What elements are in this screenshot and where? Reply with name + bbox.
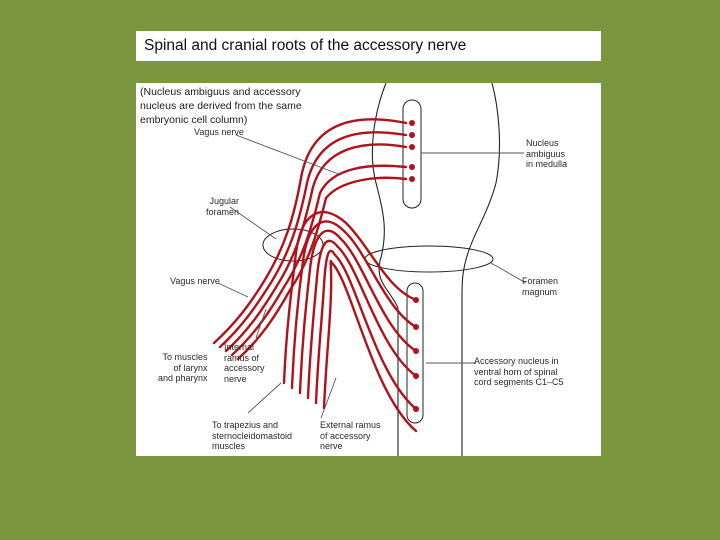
label-foramen-magnum: Foramen magnum bbox=[522, 276, 559, 297]
label-external-ramus: External ramus of accessory nerve bbox=[320, 420, 381, 451]
nucleus-ambiguus-column bbox=[402, 99, 422, 209]
label-to-trapezius: To trapezius and sternocleidomastoid mus… bbox=[212, 420, 293, 451]
label-accessory-nucleus: Accessory nucleus in ventral horn of spi… bbox=[474, 356, 564, 387]
label-internal-ramus: Internal ramus of accessory nerve bbox=[224, 342, 265, 384]
slide-title: Spinal and cranial roots of the accessor… bbox=[136, 31, 601, 61]
accessory-nucleus-column bbox=[406, 282, 424, 424]
accessory-nerve-fibers bbox=[282, 211, 418, 433]
accessory-nerve-diagram: (Nucleus ambiguus and accessory nucleus … bbox=[136, 83, 601, 456]
label-nucleus-ambiguus: Nucleus ambiguus in medulla bbox=[526, 138, 568, 169]
medulla-outline bbox=[371, 83, 399, 456]
nucleus-cell-dots bbox=[409, 120, 419, 412]
medulla-outline-right bbox=[461, 83, 501, 456]
label-vagus-nerve-top: Vagus nerve bbox=[194, 127, 244, 137]
nerve-illustration bbox=[212, 83, 527, 456]
foramen-magnum-ellipse bbox=[364, 245, 494, 273]
leader-lines bbox=[217, 134, 527, 419]
embryonic-note: (Nucleus ambiguus and accessory nucleus … bbox=[140, 86, 302, 126]
label-jugular-foramen: Jugular foramen bbox=[206, 196, 240, 217]
label-vagus-nerve-left: Vagus nerve bbox=[170, 276, 220, 286]
label-to-muscles-larynx: To muscles of larynx and pharynx bbox=[158, 352, 208, 383]
